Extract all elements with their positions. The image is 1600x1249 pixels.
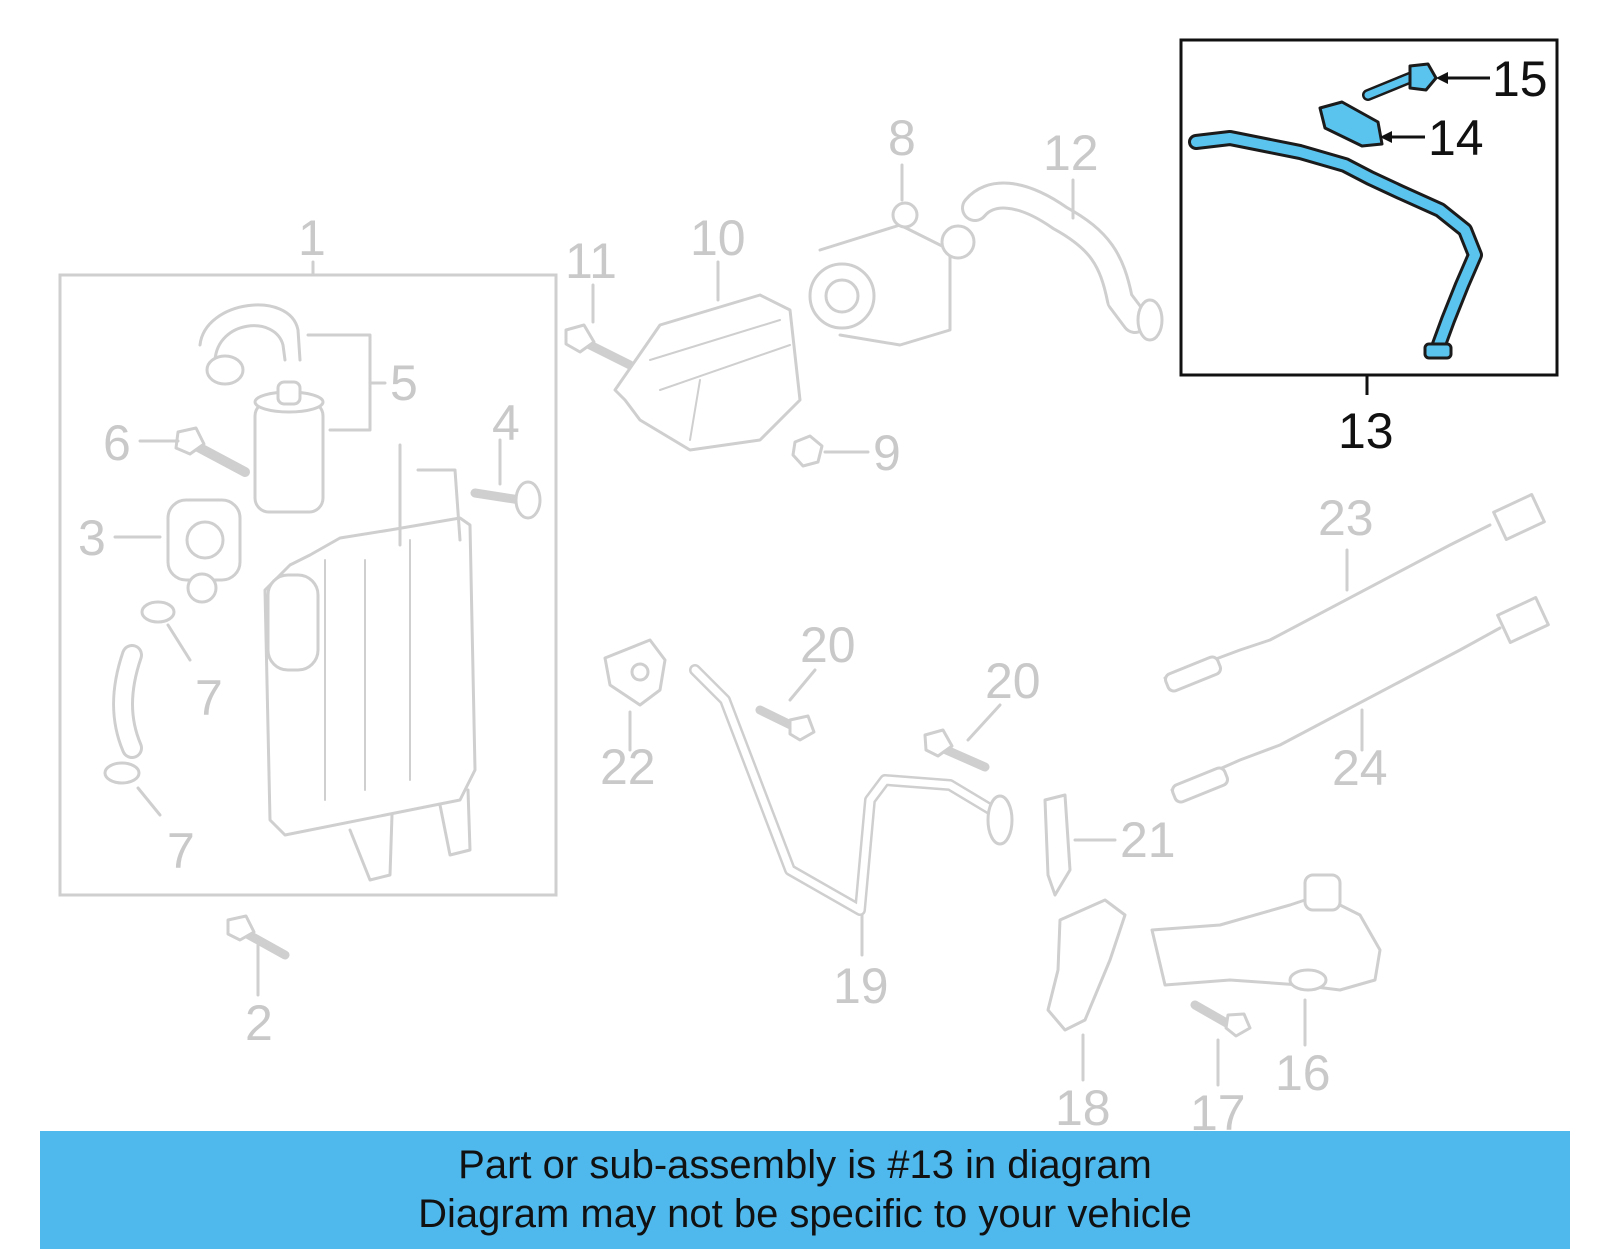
hose-end-5 xyxy=(205,354,245,386)
sensor-body-24 xyxy=(1170,766,1230,804)
bracket-part-21 xyxy=(1043,793,1072,897)
hose-fill-12 xyxy=(964,184,1146,331)
leader-7a xyxy=(166,623,192,662)
bolt-head-6 xyxy=(174,426,206,456)
filter-part-5 xyxy=(253,400,325,514)
callout-8: 8 xyxy=(888,110,916,166)
connector-23 xyxy=(1492,493,1546,541)
leader-20b xyxy=(966,703,1002,742)
callout-1: 1 xyxy=(298,210,326,266)
highlighted-assembly-13 xyxy=(1179,38,1559,395)
housing-outlet-16 xyxy=(1303,873,1342,912)
bolt-head-11 xyxy=(564,323,596,354)
leader-20a xyxy=(788,668,817,702)
hose-fill-13 xyxy=(1191,133,1480,355)
bolt-head-20a xyxy=(788,714,816,742)
callout-23: 23 xyxy=(1318,490,1374,546)
pump-outlet-8 xyxy=(940,224,976,260)
callout-18: 18 xyxy=(1055,1080,1111,1136)
bolt-head-17 xyxy=(1224,1012,1252,1038)
pump-hub-8 xyxy=(824,278,860,314)
leader-7b xyxy=(136,786,162,817)
pipe-flange-19 xyxy=(986,794,1014,846)
bolt-head-15 xyxy=(1408,62,1438,92)
hose-part-5 xyxy=(198,303,302,362)
callout-21: 21 xyxy=(1120,812,1176,868)
callout-19: 19 xyxy=(833,958,889,1014)
oxygen-sensors-group xyxy=(1163,493,1550,804)
valve-port-3 xyxy=(185,520,225,560)
callout-2: 2 xyxy=(245,995,273,1051)
hose-fill-7 xyxy=(115,647,140,756)
canister-assembly-group xyxy=(58,260,558,997)
canister-ribs xyxy=(324,539,411,801)
callout-6: 6 xyxy=(103,415,131,471)
hose-part-13 xyxy=(1188,130,1483,358)
canister-port xyxy=(266,573,320,672)
pipe-fill-19 xyxy=(691,666,1004,914)
clamp-part-7b xyxy=(103,761,141,785)
canister-body xyxy=(263,516,477,837)
callout-7a: 7 xyxy=(195,670,223,726)
hose-end-13 xyxy=(1423,342,1453,360)
banner-line-part: Part or sub-assembly is #13 in diagram xyxy=(458,1143,1152,1187)
connector-24 xyxy=(1496,596,1550,644)
gasket-part-14 xyxy=(1318,100,1384,148)
callout-11: 11 xyxy=(565,233,617,289)
canister-top-fitting xyxy=(398,443,462,547)
bolt-part-4 xyxy=(470,488,525,505)
callout-5: 5 xyxy=(390,355,418,411)
bolt-head-4 xyxy=(514,480,542,520)
assembly-box-13 xyxy=(1179,38,1559,377)
callout-10: 10 xyxy=(690,210,746,266)
pipe-assembly-group xyxy=(603,638,1117,957)
pump-housing-8 xyxy=(818,223,952,347)
valve-lower-3 xyxy=(186,572,218,604)
callout-3: 3 xyxy=(78,510,106,566)
callout-20a: 20 xyxy=(800,617,856,673)
pump-assembly-group xyxy=(564,163,1164,468)
bolt-part-17 xyxy=(1190,1000,1235,1030)
nut-part-9 xyxy=(791,434,824,468)
arrow-14 xyxy=(1380,131,1392,143)
callout-14: 14 xyxy=(1428,110,1484,166)
callout-labels: 1 2 3 4 5 6 7 7 8 9 10 11 12 13 14 15 16… xyxy=(78,51,1548,1141)
bolt-head-2 xyxy=(226,914,256,942)
bolt-head-20b xyxy=(923,728,954,758)
housing-port-16 xyxy=(1288,968,1328,992)
gasket-part-18 xyxy=(1046,898,1127,1032)
clamp-part-7a xyxy=(140,600,176,624)
callout-24: 24 xyxy=(1332,740,1388,796)
canister-mount-tabs xyxy=(348,788,472,882)
thermostat-group xyxy=(1046,873,1382,1087)
bolt-fill-15 xyxy=(1364,73,1416,99)
plate-hole-22 xyxy=(630,662,650,682)
bracket-ribs-10 xyxy=(649,319,791,441)
callout-7b: 7 xyxy=(167,823,195,879)
housing-part-16 xyxy=(1150,893,1382,992)
callout-15: 15 xyxy=(1492,51,1548,107)
arrow-15 xyxy=(1436,72,1448,84)
callout-9: 9 xyxy=(873,425,901,481)
callout-20b: 20 xyxy=(985,653,1041,709)
assembly-box-1 xyxy=(58,273,558,897)
callout-12: 12 xyxy=(1043,125,1099,181)
callout-16: 16 xyxy=(1275,1045,1331,1101)
callout-22: 22 xyxy=(600,739,656,795)
filter-nipple-5 xyxy=(276,380,302,406)
sensor-part-23 xyxy=(1163,523,1492,680)
hose-end-12 xyxy=(1136,298,1164,342)
sensor-body-23 xyxy=(1163,655,1223,693)
info-banner: Part or sub-assembly is #13 in diagram D… xyxy=(40,1131,1570,1249)
callout-13: 13 xyxy=(1338,403,1394,459)
pump-port-8 xyxy=(891,201,919,229)
callout-4: 4 xyxy=(492,395,520,451)
banner-line-disclaimer: Diagram may not be specific to your vehi… xyxy=(418,1192,1192,1236)
